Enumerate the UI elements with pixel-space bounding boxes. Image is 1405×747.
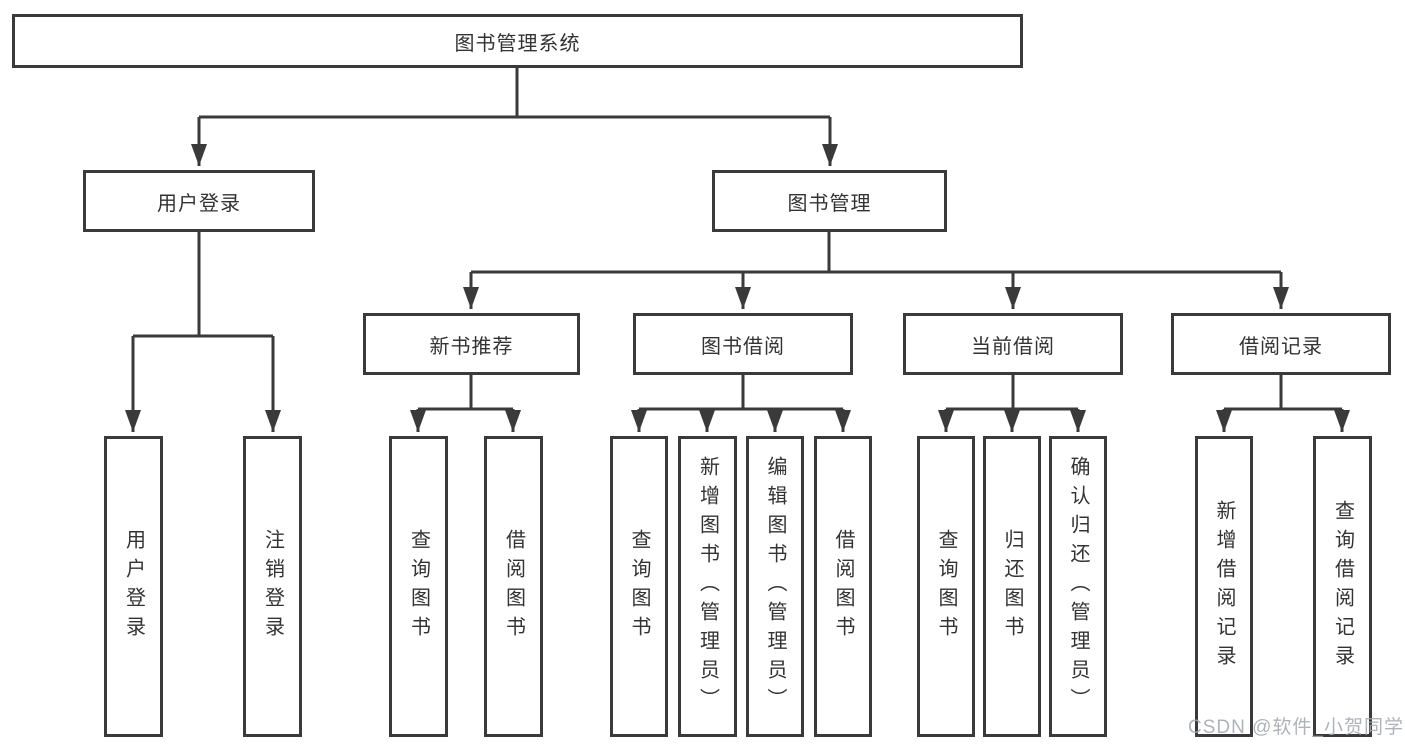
- leaf-return-books-label: 归还图书: [1001, 528, 1023, 645]
- node-borrow-records-label: 借阅记录: [1239, 335, 1323, 358]
- leaf-query-books-current: 查询图书: [917, 436, 975, 737]
- node-user-login: 用户登录: [83, 170, 315, 232]
- leaf-query-books-borrow: 查询图书: [610, 436, 668, 737]
- leaf-edit-books-admin: 编辑图书（管理员）: [746, 436, 804, 737]
- leaf-user-login: 用户登录: [104, 436, 163, 737]
- watermark: CSDN @软件_小贺同学: [1188, 717, 1404, 738]
- leaf-query-borrow-record: 查询借阅记录: [1313, 436, 1372, 737]
- leaf-add-books-admin-label: 新增图书（管理员）: [696, 456, 719, 717]
- leaf-logout: 注销登录: [243, 436, 302, 737]
- node-new-book-recommend-label: 新书推荐: [429, 335, 514, 358]
- node-root-label: 图书管理系统: [454, 32, 581, 55]
- node-borrow-records: 借阅记录: [1171, 313, 1391, 375]
- leaf-borrow-books-recommend: 借阅图书: [484, 436, 543, 737]
- leaf-user-login-label: 用户登录: [122, 528, 145, 645]
- node-current-borrow-label: 当前借阅: [971, 335, 1055, 358]
- node-book-borrow: 图书借阅: [633, 313, 853, 375]
- leaf-query-books-recommend-label: 查询图书: [407, 528, 430, 645]
- leaf-confirm-return-admin: 确认归还（管理员）: [1049, 436, 1107, 737]
- node-book-borrow-label: 图书借阅: [701, 335, 785, 358]
- leaf-borrow-books-recommend-label: 借阅图书: [502, 528, 525, 645]
- leaf-add-borrow-record-label: 新增借阅记录: [1213, 499, 1235, 674]
- node-book-management-label: 图书管理: [787, 192, 872, 215]
- leaf-query-books-recommend: 查询图书: [389, 436, 448, 737]
- leaf-borrow-books-label: 借阅图书: [832, 528, 854, 645]
- leaf-query-books-current-label: 查询图书: [935, 528, 957, 645]
- node-user-login-label: 用户登录: [157, 192, 241, 215]
- leaf-query-borrow-record-label: 查询借阅记录: [1331, 499, 1354, 674]
- leaf-confirm-return-admin-label: 确认归还（管理员）: [1067, 456, 1089, 717]
- leaf-add-borrow-record: 新增借阅记录: [1195, 436, 1253, 737]
- leaf-borrow-books: 借阅图书: [814, 436, 872, 737]
- leaf-add-books-admin: 新增图书（管理员）: [678, 436, 737, 737]
- node-root: 图书管理系统: [12, 14, 1023, 68]
- leaf-query-books-borrow-label: 查询图书: [628, 528, 650, 645]
- leaf-logout-label: 注销登录: [261, 528, 284, 645]
- node-new-book-recommend: 新书推荐: [363, 313, 580, 375]
- node-book-management: 图书管理: [712, 170, 947, 232]
- node-current-borrow: 当前借阅: [903, 313, 1123, 375]
- leaf-edit-books-admin-label: 编辑图书（管理员）: [764, 456, 786, 717]
- leaf-return-books: 归还图书: [983, 436, 1041, 737]
